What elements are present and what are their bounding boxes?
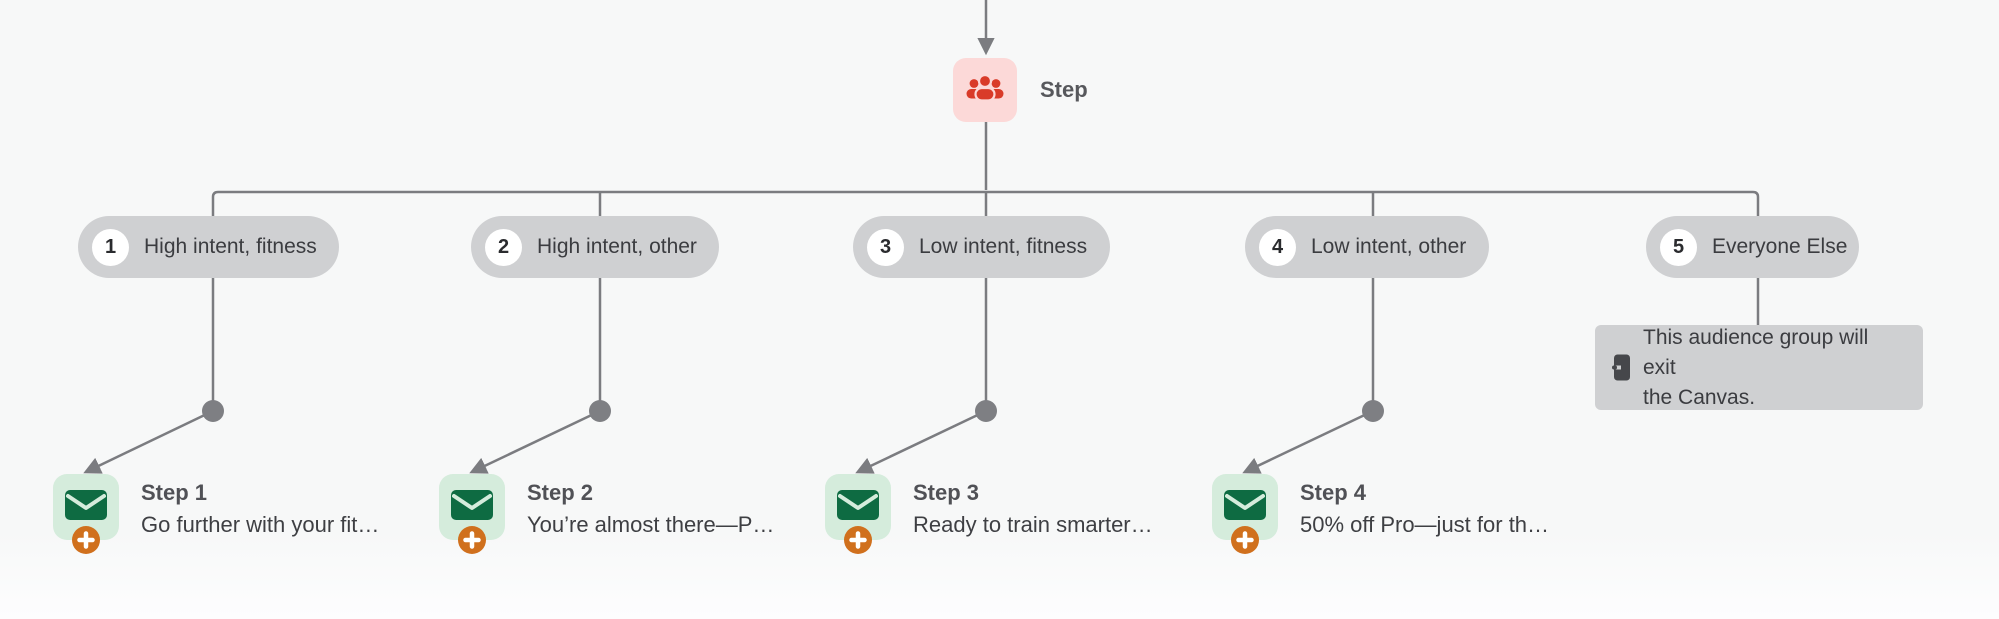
branch-pill-3[interactable]: 3 Low intent, fitness [853,216,1110,278]
branch-label: Low intent, other [1311,235,1467,258]
branch-pill-2[interactable]: 2 High intent, other [471,216,719,278]
step-subtitle: Ready to train smarter… [913,512,1153,537]
branch-pill-1[interactable]: 1 High intent, fitness [78,216,339,278]
connector-dots [202,400,1384,422]
step-subtitle: 50% off Pro—just for th… [1300,512,1550,537]
message-step-node-3[interactable] [825,474,891,554]
branch-label: Low intent, fitness [919,235,1088,258]
message-step-node-4[interactable] [1212,474,1278,554]
branch-label: High intent, other [537,235,697,258]
branch-number-badge: 2 [485,228,522,266]
email-icon [65,489,107,525]
audience-step-node[interactable] [953,58,1017,122]
add-step-button[interactable] [72,526,100,554]
audience-icon [965,73,1005,108]
branch-number-badge: 3 [867,228,904,266]
canvas-exit-note: This audience group will exit the Canvas… [1595,325,1923,410]
step-title: Step 1 [141,480,208,505]
exit-door-icon [1612,354,1631,381]
add-step-button[interactable] [844,526,872,554]
step-subtitle: Go further with your fit… [141,512,380,537]
branch-number-badge: 4 [1259,228,1296,266]
email-icon [837,489,879,525]
branch-number-badge: 5 [1660,228,1697,266]
exit-note-text: This audience group will exit the Canvas… [1643,325,1869,409]
branch-pill-4[interactable]: 4 Low intent, other [1245,216,1489,278]
branch-pill-5[interactable]: 5 Everyone Else [1646,216,1859,278]
message-step-node-1[interactable] [53,474,119,554]
branch-number-badge: 1 [92,228,129,266]
step-title: Step 3 [913,480,980,505]
step-title: Step 4 [1300,480,1367,505]
step-title: Step 2 [527,480,594,505]
branch-label: Everyone Else [1712,235,1848,258]
email-icon [451,489,493,525]
branch-label: High intent, fitness [144,235,317,258]
add-step-button[interactable] [458,526,486,554]
add-step-button[interactable] [1231,526,1259,554]
root-step-label: Step [1040,77,1088,102]
message-step-node-2[interactable] [439,474,505,554]
step-subtitle: You’re almost there—P… [527,512,775,537]
email-icon [1224,489,1266,525]
